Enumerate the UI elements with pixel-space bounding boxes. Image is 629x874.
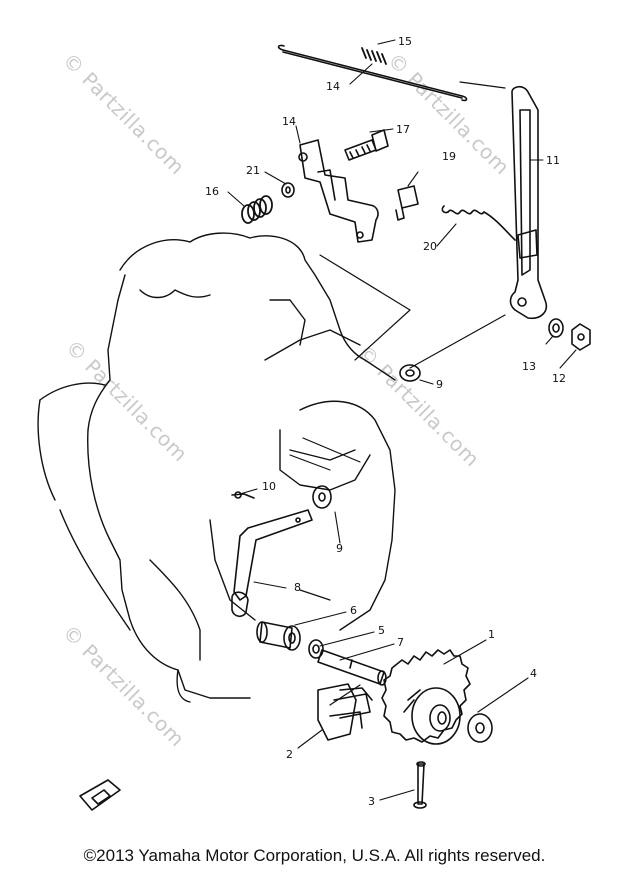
callout-12: 12: [552, 372, 566, 385]
part-4-washer: [467, 713, 493, 743]
callout-6: 6: [350, 604, 357, 617]
part-3-pin: [413, 761, 427, 809]
part-9-washer-upper: [399, 364, 421, 382]
part-21-washer: [281, 182, 295, 198]
callout-3: 3: [368, 795, 375, 808]
callout-17: 17: [396, 123, 410, 136]
callout-2: 2: [286, 748, 293, 761]
part-14-rod: [277, 44, 468, 102]
part-5-washer: [308, 639, 324, 659]
callout-20: 20: [423, 240, 437, 253]
callout-15: 15: [398, 35, 412, 48]
callout-14: 14: [326, 80, 340, 93]
part-10-pin: [231, 491, 255, 499]
callout-9: 9: [336, 542, 343, 555]
copyright-notice: ©2013 Yamaha Motor Corporation, U.S.A. A…: [83, 846, 546, 865]
callout-4: 4: [530, 667, 537, 680]
callout-10: 10: [262, 480, 276, 493]
brand-logo-mark: [79, 779, 121, 811]
part-19-screw: [395, 185, 419, 221]
part-16-spring: [241, 195, 273, 224]
callout-21: 21: [246, 164, 260, 177]
part-8-lever: [231, 509, 313, 618]
part-11-lever: [509, 85, 547, 320]
part-7-shaft: [317, 649, 387, 686]
part-14-bracket: [298, 139, 379, 243]
callout-7: 7: [397, 636, 404, 649]
callout-leaders: [227, 39, 577, 801]
callout-labels: 15 14 14 17 19 11 21 16 20 13 12 9 10 9 …: [205, 35, 566, 808]
callout-8: 8: [294, 581, 301, 594]
part-9-washer-lower: [312, 485, 332, 509]
engine-block-outline: [37, 232, 396, 703]
callout-5: 5: [378, 624, 385, 637]
part-13-washer: [548, 318, 564, 338]
part-15-spring: [361, 47, 387, 65]
callout-19: 19: [442, 150, 456, 163]
callout-1: 1: [488, 628, 495, 641]
callout-11: 11: [546, 154, 560, 167]
part-2-bracket: [317, 683, 373, 741]
callout-16: 16: [205, 185, 219, 198]
part-12-nut: [571, 323, 591, 351]
part-1-gear: [381, 649, 471, 745]
callout-13: 13: [522, 360, 536, 373]
callout-9: 9: [436, 378, 443, 391]
part-20-spring: [441, 205, 516, 241]
part-6-bushing: [256, 621, 301, 651]
callout-14: 14: [282, 115, 296, 128]
part-17-bolt: [344, 129, 389, 161]
assembly-leader-lines: [289, 81, 506, 706]
